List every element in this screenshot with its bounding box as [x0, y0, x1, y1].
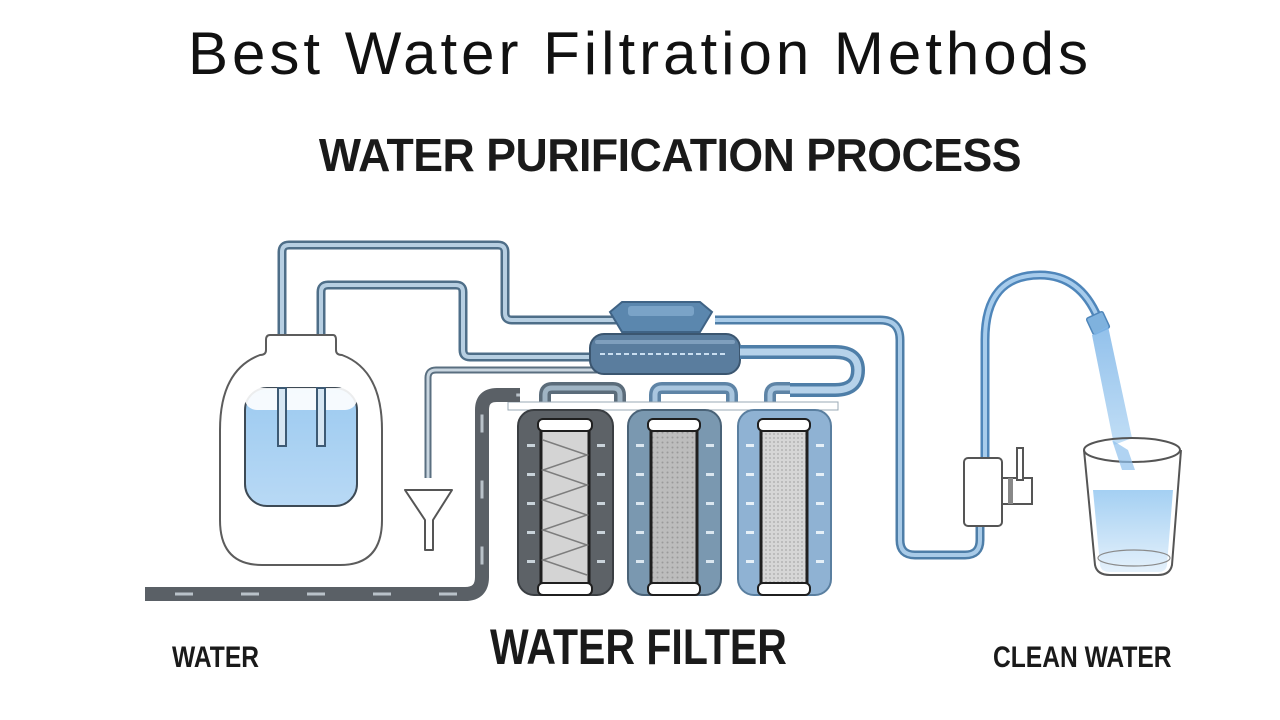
diagram-title: WATER PURIFICATION PROCESS	[318, 129, 1022, 181]
faucet	[963, 447, 1033, 527]
page-title: Best Water Filtration Methods	[187, 20, 1093, 87]
sediment-filter	[517, 409, 614, 596]
post-carbon-filter	[608, 301, 714, 333]
glass-of-water	[1083, 437, 1182, 576]
label-clean-water: CLEAN WATER	[993, 641, 1172, 674]
filter-manifold	[507, 401, 839, 411]
pipe-drain	[424, 366, 600, 478]
pipe-membrane-loop	[740, 345, 866, 397]
pipe-post-to-faucet	[715, 315, 985, 560]
funnel-icon	[404, 489, 453, 551]
storage-tank	[219, 334, 383, 566]
pipe-upper-outer	[277, 240, 630, 340]
label-input-water: WATER	[172, 641, 260, 674]
filter-connectors	[539, 382, 790, 405]
water-stream	[1092, 326, 1132, 445]
faucet-spout	[980, 270, 1103, 465]
pipe-upper-inner	[316, 280, 600, 362]
granular-carbon-filter	[737, 409, 832, 596]
label-water-filter: WATER FILTER	[490, 619, 787, 675]
ro-membrane-housing	[589, 333, 741, 375]
pipe-input	[145, 388, 520, 601]
carbon-block-filter	[627, 409, 722, 596]
